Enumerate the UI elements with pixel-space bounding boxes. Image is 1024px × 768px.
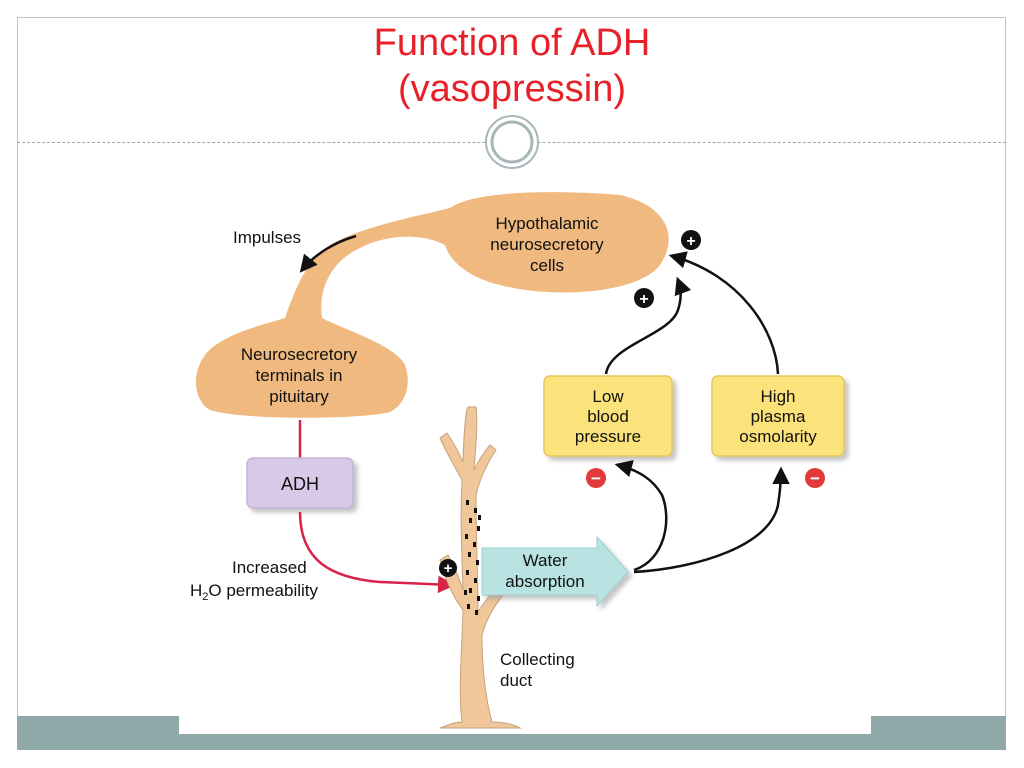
permeability-h: H — [190, 581, 202, 600]
hypothalamus-plus-label: + — [686, 233, 695, 250]
hypothalamic-label-3: cells — [530, 256, 564, 275]
adh-box — [246, 457, 354, 509]
low-bp-plus-icon: + — [634, 288, 654, 308]
title-line-1: Function of ADH — [373, 22, 651, 64]
hypothalamic-label-1: Hypothalamic — [496, 214, 599, 233]
permeability-rest: O permeability — [208, 581, 318, 600]
high-osm-label-3: osmolarity — [739, 427, 817, 446]
slide-title: Function of ADH (vasopressin) — [0, 20, 1024, 112]
high-osm-label-2: plasma — [751, 407, 806, 426]
water-absorption-label-1: Water — [523, 551, 568, 570]
water-absorption-arrow — [481, 535, 629, 608]
low-bp-label-2: blood — [587, 407, 629, 426]
high-osm-minus-label: − — [810, 469, 820, 488]
high-plasma-osmolarity-box — [711, 375, 845, 457]
low-bp-to-hypothalamus-arrow — [604, 276, 692, 375]
collecting-duct-label-2: duct — [500, 671, 532, 690]
low-blood-pressure-box — [543, 375, 673, 457]
terminals-label-2: terminals in — [256, 366, 343, 385]
high-osm-label-1: High — [761, 387, 796, 406]
high-osm-to-hypothalamus-arrow — [668, 251, 780, 375]
water-to-high-osm-arrow — [633, 466, 790, 574]
adh-label: ADH — [281, 474, 319, 494]
impulses-arrow — [299, 234, 357, 273]
terminals-label-1: Neurosecretory — [241, 345, 358, 364]
water-to-low-bp-arrow — [614, 460, 668, 572]
high-osm-minus-icon: − — [805, 468, 825, 488]
low-bp-label-1: Low — [592, 387, 624, 406]
collecting-duct-label-1: Collecting — [500, 650, 575, 669]
low-bp-minus-label: − — [591, 469, 601, 488]
adh-to-duct-arrow — [298, 511, 456, 594]
increased-label: Increased — [232, 558, 307, 577]
low-bp-label-3: pressure — [575, 427, 641, 446]
permeability-label: H2O permeability — [190, 581, 319, 603]
low-bp-plus-label: + — [639, 291, 648, 308]
duct-plus-icon: + — [439, 559, 457, 577]
low-bp-minus-icon: − — [586, 468, 606, 488]
hypothalamus-plus-icon: + — [681, 230, 701, 250]
duct-plus-label: + — [444, 560, 453, 577]
divider-ornament — [485, 115, 539, 169]
collecting-duct — [439, 406, 522, 729]
duct-speckles — [464, 500, 481, 615]
impulses-label: Impulses — [233, 228, 301, 247]
terminals-label-3: pituitary — [269, 387, 329, 406]
bottom-bar-inset — [179, 716, 871, 734]
title-line-2: (vasopressin) — [397, 68, 627, 110]
hypothalamic-label-2: neurosecretory — [490, 235, 604, 254]
water-absorption-label-2: absorption — [505, 572, 584, 591]
permeability-subscript: 2 — [202, 591, 208, 603]
neuron-shape — [195, 192, 669, 418]
